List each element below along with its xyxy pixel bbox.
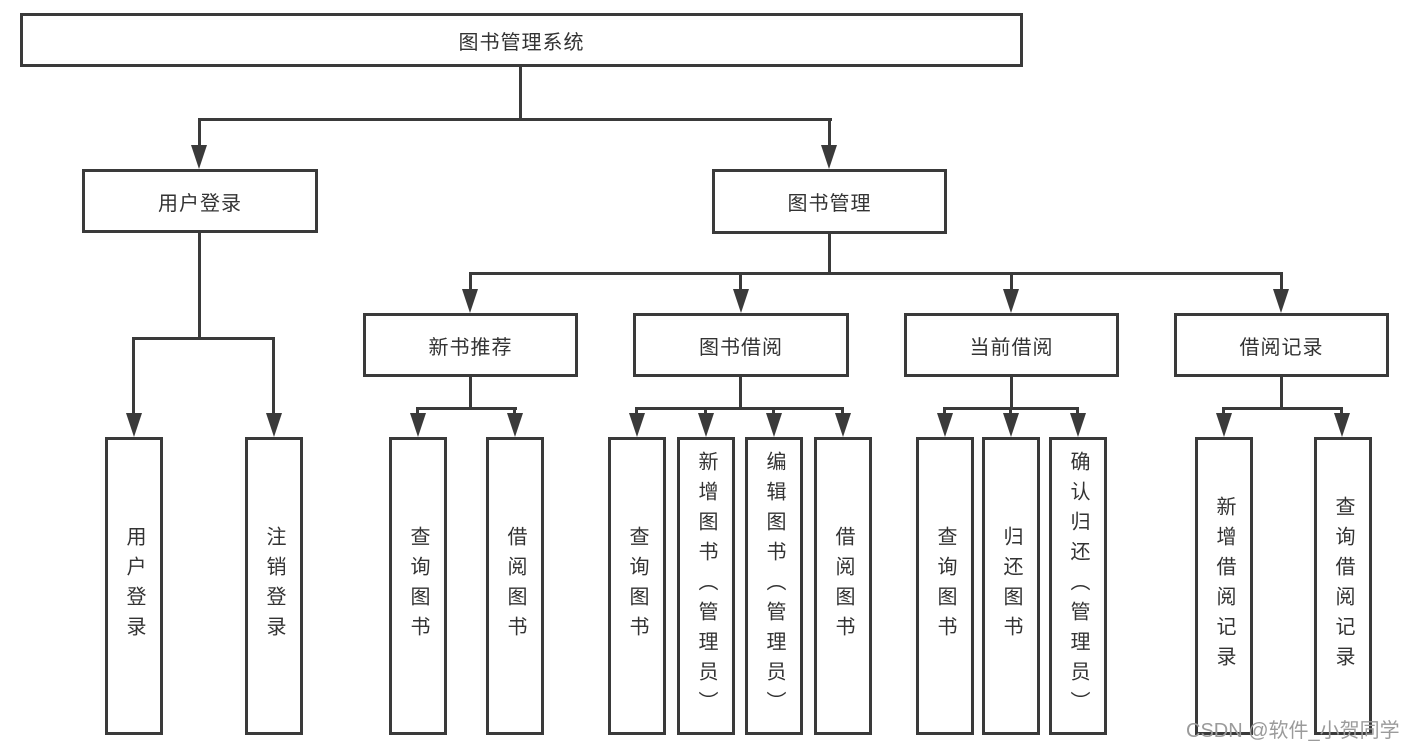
arrowhead-down-icon [835, 413, 851, 437]
leaf-logout-label: 注销登录 [263, 526, 285, 646]
leaf-edit-books-admin: 编辑图书（管理员） [745, 437, 803, 735]
connector-line [828, 118, 831, 145]
connector-line [198, 118, 832, 121]
arrowhead-down-icon [698, 413, 714, 437]
arrowhead-down-icon [191, 145, 207, 169]
node-library-system-label: 图书管理系统 [458, 31, 585, 54]
connector-line [513, 407, 516, 415]
connector-line [132, 337, 135, 413]
node-borrow-records-label: 借阅记录 [1239, 336, 1324, 359]
connector-line [1010, 377, 1013, 407]
node-new-book-recommend-label: 新书推荐 [428, 336, 513, 359]
node-library-system: 图书管理系统 [20, 13, 1023, 67]
arrowhead-down-icon [1273, 289, 1289, 313]
leaf-logout: 注销登录 [245, 437, 303, 735]
leaf-borrow-books-label: 借阅图书 [832, 526, 854, 646]
connector-line [635, 407, 638, 415]
leaf-borrow-books-recommend-label: 借阅图书 [504, 526, 526, 646]
arrowhead-down-icon [1334, 413, 1350, 437]
connector-line [1010, 272, 1013, 289]
arrowhead-down-icon [629, 413, 645, 437]
arrowhead-down-icon [1216, 413, 1232, 437]
connector-line [132, 337, 275, 340]
node-borrow-records: 借阅记录 [1174, 313, 1389, 377]
leaf-confirm-return-admin: 确认归还（管理员） [1049, 437, 1107, 735]
connector-line [469, 272, 1283, 275]
node-new-book-recommend: 新书推荐 [363, 313, 578, 377]
node-book-borrow-label: 图书借阅 [699, 336, 783, 359]
arrowhead-down-icon [821, 145, 837, 169]
connector-line [1009, 407, 1012, 415]
arrowhead-down-icon [410, 413, 426, 437]
arrowhead-down-icon [507, 413, 523, 437]
connector-line [635, 407, 844, 410]
arrowhead-down-icon [937, 413, 953, 437]
node-book-management-label: 图书管理 [787, 193, 872, 215]
csdn-watermark: CSDN @软件_小贺同学 [1186, 720, 1400, 742]
arrowhead-down-icon [1070, 413, 1086, 437]
leaf-query-books-recommend: 查询图书 [389, 437, 447, 735]
connector-line [1280, 377, 1283, 407]
leaf-edit-books-admin-label: 编辑图书（管理员） [763, 451, 785, 721]
node-book-management: 图书管理 [712, 169, 947, 234]
arrowhead-down-icon [1003, 413, 1019, 437]
connector-line [943, 407, 946, 415]
leaf-add-borrow-record: 新增借阅记录 [1195, 437, 1253, 735]
connector-line [416, 407, 419, 415]
connector-line [1076, 407, 1079, 415]
leaf-query-borrow-record-label: 查询借阅记录 [1332, 496, 1354, 676]
connector-line [1280, 272, 1283, 289]
leaf-return-books-label: 归还图书 [1000, 526, 1022, 646]
connector-line [272, 337, 275, 413]
connector-line [519, 67, 522, 118]
leaf-add-books-admin: 新增图书（管理员） [677, 437, 735, 735]
node-user-login: 用户登录 [82, 169, 318, 233]
leaf-add-borrow-record-label: 新增借阅记录 [1213, 496, 1235, 676]
connector-line [1222, 407, 1343, 410]
connector-line [739, 377, 742, 407]
leaf-return-books: 归还图书 [982, 437, 1040, 735]
leaf-query-books-current: 查询图书 [916, 437, 974, 735]
leaf-user-login-label: 用户登录 [123, 526, 145, 646]
connector-line [704, 407, 707, 415]
leaf-add-books-admin-label: 新增图书（管理员） [695, 451, 717, 721]
leaf-query-books-borrow: 查询图书 [608, 437, 666, 735]
leaf-borrow-books-recommend: 借阅图书 [486, 437, 544, 735]
leaf-query-borrow-record: 查询借阅记录 [1314, 437, 1372, 735]
connector-line [416, 407, 517, 410]
leaf-user-login: 用户登录 [105, 437, 163, 735]
node-user-login-label: 用户登录 [158, 192, 242, 215]
connector-line [841, 407, 844, 415]
connector-line [828, 234, 831, 272]
leaf-borrow-books: 借阅图书 [814, 437, 872, 735]
leaf-query-books-recommend-label: 查询图书 [407, 526, 429, 646]
node-current-borrow: 当前借阅 [904, 313, 1119, 377]
leaf-query-books-borrow-label: 查询图书 [626, 526, 648, 646]
connector-line [739, 272, 742, 289]
leaf-confirm-return-admin-label: 确认归还（管理员） [1067, 451, 1089, 721]
arrowhead-down-icon [1003, 289, 1019, 313]
arrowhead-down-icon [126, 413, 142, 437]
connector-line [469, 377, 472, 407]
arrowhead-down-icon [733, 289, 749, 313]
node-book-borrow: 图书借阅 [633, 313, 849, 377]
arrowhead-down-icon [766, 413, 782, 437]
arrowhead-down-icon [462, 289, 478, 313]
connector-line [1340, 407, 1343, 415]
connector-line [1222, 407, 1225, 415]
connector-line [772, 407, 775, 415]
leaf-query-books-current-label: 查询图书 [934, 526, 956, 646]
connector-line [198, 118, 201, 145]
arrowhead-down-icon [266, 413, 282, 437]
connector-line [469, 272, 472, 289]
node-current-borrow-label: 当前借阅 [969, 336, 1054, 359]
connector-line [198, 233, 201, 337]
